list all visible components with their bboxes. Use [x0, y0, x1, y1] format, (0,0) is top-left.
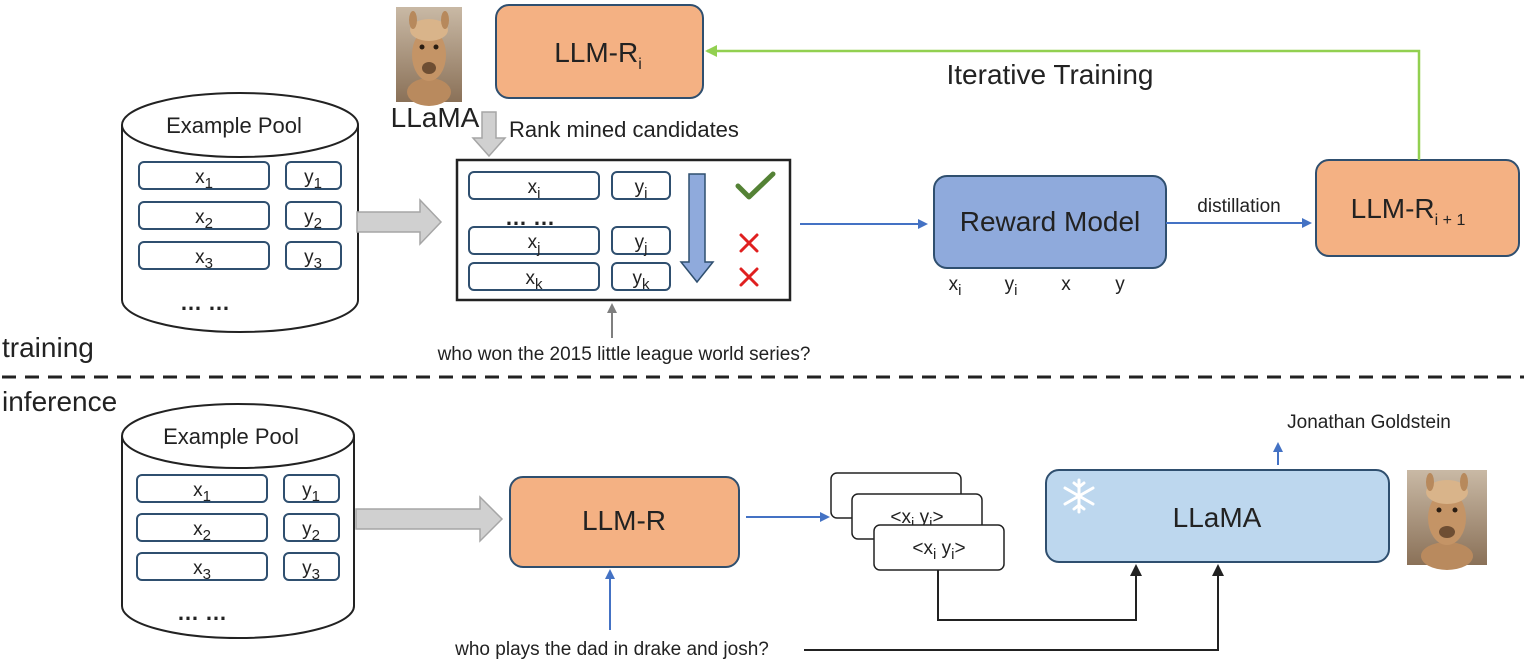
candidate-yj: yj [635, 232, 648, 257]
distillation-label: distillation [1197, 196, 1280, 217]
inference-pool-to-llmr-arrow [355, 495, 504, 543]
demonstrations-stack: <xi yi> <xi yi> [830, 472, 1005, 571]
answer-label: Jonathan Goldstein [1287, 412, 1451, 433]
training-llama-label: LLaMA [391, 102, 480, 133]
training-pool-x2-box [138, 201, 270, 230]
demo-card-middle: <xi yi> [890, 507, 943, 532]
training-pool-ellipsis: … … [180, 290, 230, 315]
rank-down-arrow [471, 111, 507, 158]
inference-pool-y1: y1 [302, 480, 320, 505]
llm-r-i1-label: LLM-Ri + 1 [1351, 193, 1466, 229]
reward-model-label: Reward Model [960, 206, 1141, 237]
inference-pool-y2: y2 [302, 519, 320, 544]
llm-r-label: LLM-R [582, 505, 666, 536]
demos-to-llama-arrow [937, 564, 1142, 621]
reward-input-x: x [1061, 274, 1071, 295]
llama-box: LLaMA [1045, 469, 1390, 563]
training-section-label: training [2, 332, 94, 363]
demo-card-front: <xi yi> [912, 538, 965, 563]
candidate-ellipsis: … … [505, 205, 555, 230]
iterative-training-arrow [705, 45, 1421, 160]
cross-icon [739, 233, 759, 253]
training-pool-x2: x2 [195, 207, 213, 232]
reward-input-y: y [1115, 274, 1125, 295]
llm-r-i1-box: LLM-Ri + 1 [1315, 159, 1520, 257]
training-pool-title: Example Pool [166, 113, 302, 138]
candidate-xj: xj [528, 232, 541, 257]
llama-box-label: LLaMA [1173, 502, 1262, 533]
reward-input-yi: yi [1005, 274, 1018, 299]
training-pool-y2-box [285, 201, 342, 230]
rank-label: Rank mined candidates [509, 117, 739, 142]
inference-example-pool: Example Pool x1 y1 x2 y2 x3 y3 … … [121, 403, 355, 639]
training-pool-y3-box [285, 241, 342, 270]
training-query: who won the 2015 little league world ser… [437, 344, 811, 365]
training-pool-y1-box [285, 161, 342, 190]
inference-pool-y3: y3 [302, 558, 320, 583]
training-pool-y3: y3 [304, 247, 322, 272]
inference-query: who plays the dad in drake and josh? [454, 639, 769, 660]
inference-pool-x1: x1 [193, 480, 211, 505]
inference-pool-x2: x2 [193, 519, 211, 544]
training-pool-y1: y1 [304, 167, 322, 192]
training-pool-x3-box [138, 241, 270, 270]
candidate-xi: xi [528, 177, 541, 202]
inference-section-label: inference [2, 386, 117, 417]
candidate-yk: yk [633, 268, 651, 293]
training-pool-x3: x3 [195, 247, 213, 272]
query-to-llama-arrow [804, 564, 1224, 651]
snowflake-icon [1063, 478, 1095, 514]
llm-r-i-box: LLM-Ri [495, 4, 704, 99]
candidate-yi: yi [635, 177, 648, 202]
reward-input-xi: xi [949, 274, 962, 299]
ranking-arrow [679, 173, 715, 284]
candidates-box: xi yi … … xj yj xk yk [455, 158, 792, 302]
training-example-pool: Example Pool x1 y1 x2 y2 x3 y3 … … [121, 92, 359, 333]
training-pool-y2: y2 [304, 207, 322, 232]
llm-r-box: LLM-R [509, 476, 740, 568]
training-llama-image [396, 7, 462, 106]
llm-r-i-label: LLM-Ri [554, 37, 642, 73]
training-pool-x1-box [138, 161, 270, 190]
inference-llama-image [1407, 470, 1487, 570]
training-pool-to-candidates-arrow [356, 198, 443, 246]
cross-icon [739, 267, 759, 287]
reward-model-box: Reward Model [933, 175, 1167, 269]
inference-pool-title: Example Pool [163, 424, 299, 449]
training-pool-x1: x1 [195, 167, 213, 192]
check-icon [735, 171, 776, 200]
inference-pool-x3: x3 [193, 558, 211, 583]
inference-pool-ellipsis: … … [177, 600, 227, 625]
iterative-training-label: Iterative Training [947, 59, 1154, 90]
candidate-xk: xk [526, 268, 544, 293]
